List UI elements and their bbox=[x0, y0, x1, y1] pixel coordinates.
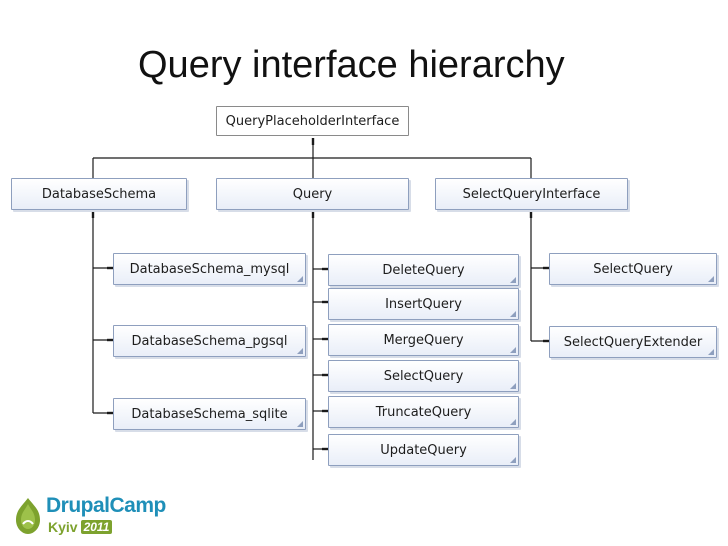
node-select-query-extender: SelectQueryExtender bbox=[549, 326, 717, 358]
node-query-placeholder-interface: QueryPlaceholderInterface bbox=[216, 106, 409, 136]
node-update-query: UpdateQuery bbox=[328, 434, 519, 466]
node-truncate-query: TruncateQuery bbox=[328, 396, 519, 428]
node-select-query-interface: SelectQueryInterface bbox=[435, 178, 628, 210]
node-insert-query: InsertQuery bbox=[328, 288, 519, 320]
node-database-schema-sqlite: DatabaseSchema_sqlite bbox=[113, 398, 306, 430]
node-query: Query bbox=[216, 178, 409, 210]
node-database-schema-mysql: DatabaseSchema_mysql bbox=[113, 253, 306, 285]
logo-city: Kyiv bbox=[48, 519, 78, 535]
logo-year: 2011 bbox=[80, 520, 113, 534]
node-select-query-impl: SelectQuery bbox=[549, 253, 717, 285]
drupalcamp-logo: DrupalCamp Kyiv 2011 bbox=[12, 494, 172, 540]
page-title: Query interface hierarchy bbox=[138, 44, 565, 86]
node-merge-query: MergeQuery bbox=[328, 324, 519, 356]
node-select-query: SelectQuery bbox=[328, 360, 519, 392]
node-delete-query: DeleteQuery bbox=[328, 254, 519, 286]
node-database-schema-pgsql: DatabaseSchema_pgsql bbox=[113, 325, 306, 357]
node-database-schema: DatabaseSchema bbox=[11, 178, 187, 210]
drupal-leaf-icon bbox=[16, 498, 40, 534]
logo-name: DrupalCamp bbox=[46, 494, 166, 517]
